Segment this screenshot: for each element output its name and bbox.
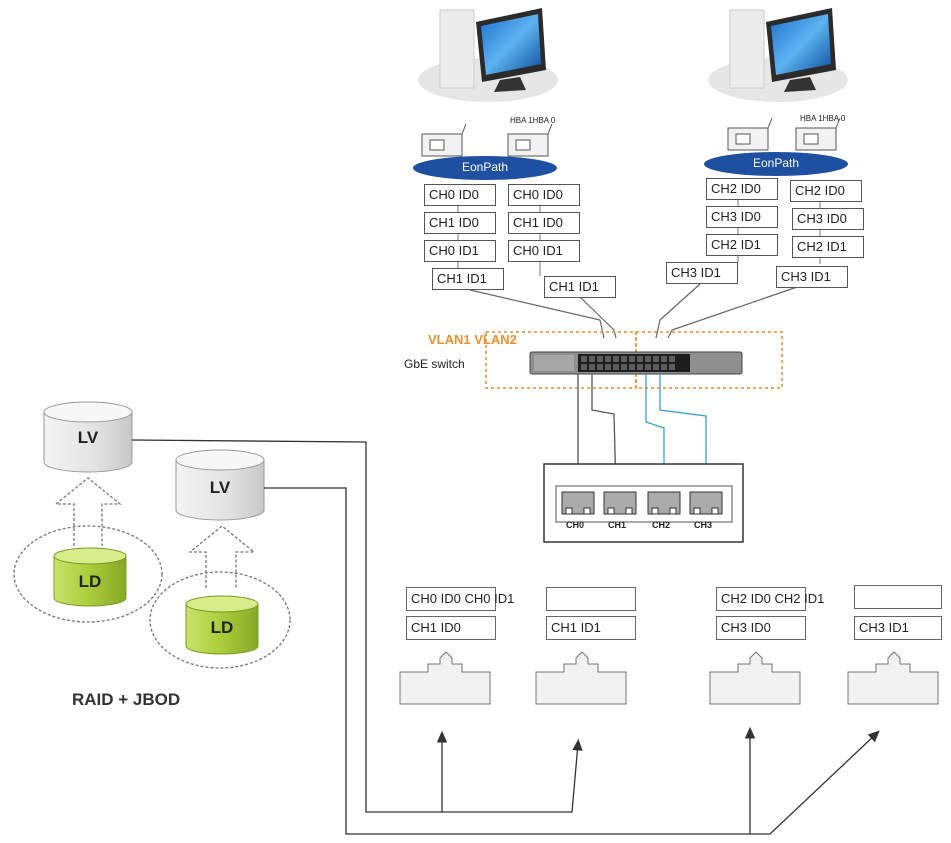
- lun-slot-2-bottom: CH1 ID1: [546, 616, 636, 640]
- path-label-h2-2: CH3 ID0: [706, 206, 778, 228]
- logical-drive-2: [185, 595, 259, 655]
- lun-slot-4-top: [854, 585, 942, 609]
- lun-slot-1-bottom: CH1 ID0: [406, 616, 496, 640]
- eonpath-oval-2: [704, 152, 848, 176]
- logical-volume-2: [175, 449, 265, 521]
- ld-to-lv-arrow-2: [188, 525, 256, 588]
- port-label-ch3: CH3: [694, 520, 713, 530]
- controller-port-ch0: [561, 491, 595, 515]
- path-label-h1-4: CH1 ID1: [432, 268, 504, 290]
- port-label-ch0: CH0: [566, 520, 585, 530]
- hba-label-2: HBA 1HBA 0: [800, 114, 846, 123]
- lun-slot-2-top: [546, 587, 636, 611]
- ld-group-2: [149, 571, 291, 669]
- eonpath-label-2: EonPath: [752, 156, 800, 170]
- path-label-h2-7: CH2 ID1: [792, 236, 864, 258]
- lun-slot-3-top: CH2 ID0 CH2 ID1: [716, 587, 824, 611]
- vlan1-region: [485, 331, 637, 389]
- logical-drive-1: [53, 547, 127, 607]
- path-label-h1-7: CH0 ID1: [508, 240, 580, 262]
- port-label-ch2: CH2: [652, 520, 671, 530]
- vlan1-controller-cables: [577, 374, 617, 493]
- path-label-h1-5: CH0 ID0: [508, 184, 580, 206]
- host-computer-2: [708, 8, 848, 102]
- ld-label-2: LD: [210, 618, 234, 637]
- host-computer-1: [418, 8, 558, 102]
- hba-cards-1: [421, 123, 553, 157]
- path-label-h1-1: CH0 ID0: [424, 184, 496, 206]
- eonpath-oval-1: [413, 156, 557, 180]
- lun-slot-3-bottom: CH3 ID0: [716, 616, 806, 640]
- hba-cards-2: [727, 117, 841, 151]
- path-label-h1-8: CH1 ID1: [544, 276, 616, 298]
- lun-slot-4-bottom: CH3 ID1: [854, 616, 942, 640]
- host-to-switch-cables: [469, 283, 801, 339]
- path-connectors: [457, 200, 821, 276]
- lv1-mapping-lines: [131, 439, 583, 813]
- vlan2-region: [635, 331, 783, 389]
- path-label-h2-1: CH2 ID0: [706, 178, 778, 200]
- path-label-h1-6: CH1 ID0: [508, 212, 580, 234]
- path-label-h2-3: CH2 ID1: [706, 234, 778, 256]
- lun-slot-1-top: CH0 ID0 CH0 ID1: [406, 587, 514, 611]
- logical-volume-1: [43, 401, 133, 473]
- ld-to-lv-arrow-1: [54, 477, 122, 546]
- path-label-h2-5: CH2 ID0: [790, 180, 862, 202]
- controller-port-ch2: [647, 491, 681, 515]
- lv-label-1: LV: [77, 428, 99, 447]
- lv-label-2: LV: [209, 478, 231, 497]
- path-label-h2-8: CH3 ID1: [776, 266, 848, 288]
- switch-label: GbE switch: [404, 357, 465, 371]
- host-lun-slots: [399, 651, 939, 705]
- path-label-h2-4: CH3 ID1: [666, 262, 738, 284]
- hba-label-1: HBA 1HBA 0: [510, 116, 556, 125]
- port-label-ch1: CH1: [608, 520, 627, 530]
- path-label-h1-3: CH0 ID1: [424, 240, 496, 262]
- path-label-h2-6: CH3 ID0: [792, 208, 864, 230]
- vlan-label: VLAN1 VLAN2: [428, 332, 517, 347]
- ld-label-1: LD: [78, 572, 102, 591]
- gbe-switch: [529, 351, 743, 375]
- ld-group-1: [13, 525, 163, 623]
- vlan2-controller-cables: [645, 374, 707, 492]
- path-label-h1-2: CH1 ID0: [424, 212, 496, 234]
- controller-port-ch3: [689, 491, 723, 515]
- raid-jbod-label: RAID + JBOD: [72, 690, 181, 709]
- lv2-mapping-lines: [264, 487, 880, 835]
- controller-port-ch1: [603, 491, 637, 515]
- eonpath-label-1: EonPath: [461, 160, 509, 174]
